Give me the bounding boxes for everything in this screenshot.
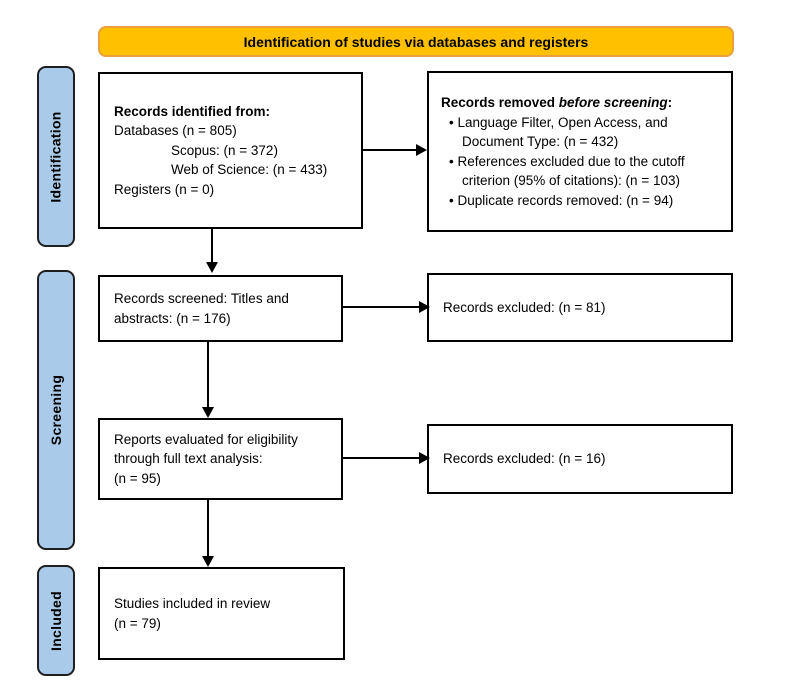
records-removed-bullet-3: Duplicate records removed: (n = 94) [441, 191, 725, 211]
banner: Identification of studies via databases … [98, 26, 734, 57]
records-identified-scopus: Scopus: (n = 372) [171, 142, 278, 158]
records-identified-heading: Records identified from: [114, 103, 271, 119]
box-records-removed: Records removed before screening: Langua… [427, 71, 733, 232]
arrow-screened-to-excluded [343, 301, 430, 313]
stage-included-text: Included [48, 590, 64, 651]
box-records-screened: Records screened: Titles and abstracts: … [98, 275, 343, 342]
arrow-head-right-icon [419, 301, 430, 313]
records-removed-heading-prefix: Records removed [441, 95, 559, 110]
banner-title: Identification of studies via databases … [243, 33, 589, 50]
records-screened-line-2: abstracts: (n = 176) [114, 310, 231, 326]
arrow-head-down-icon [202, 556, 214, 567]
arrow-shaft [211, 229, 213, 262]
arrow-identified-to-screened [206, 229, 218, 273]
records-removed-bullet-1: Language Filter, Open Access, and Docume… [441, 113, 725, 152]
arrow-shaft [343, 306, 419, 308]
arrow-evaluated-to-included [202, 500, 214, 567]
records-identified-databases: Databases (n = 805) [114, 123, 237, 139]
arrow-screened-to-evaluated [202, 342, 214, 418]
stage-label-included: Included [37, 565, 75, 676]
arrow-head-right-icon [419, 452, 430, 464]
stage-identification-text: Identification [48, 110, 64, 203]
arrow-head-down-icon [206, 262, 218, 273]
reports-evaluated-line-3: (n = 95) [114, 470, 161, 486]
studies-included-line-1: Studies included in review [114, 596, 271, 611]
records-removed-heading: Records removed before screening: [441, 93, 725, 113]
stage-label-screening: Screening [37, 270, 75, 550]
reports-evaluated-line-2: through full text analysis: [114, 451, 263, 467]
arrow-head-right-icon [416, 144, 427, 156]
arrow-identified-to-removed [363, 144, 427, 156]
box-records-identified: Records identified from: Databases (n = … [98, 72, 363, 229]
records-excluded-titles-text: Records excluded: (n = 81) [443, 299, 606, 315]
studies-included-line-2: (n = 79) [114, 615, 161, 631]
records-identified-registers: Registers (n = 0) [114, 181, 215, 197]
box-studies-included: Studies included in review (n = 79) [98, 567, 345, 660]
arrow-shaft [207, 500, 209, 556]
records-screened-line-1: Records screened: Titles and [114, 291, 289, 306]
records-excluded-fulltext-text: Records excluded: (n = 16) [443, 451, 606, 467]
arrow-shaft [363, 149, 416, 151]
box-reports-evaluated: Reports evaluated for eligibility throug… [98, 418, 343, 500]
arrow-head-down-icon [202, 407, 214, 418]
stage-screening-text: Screening [48, 374, 65, 446]
stage-label-identification: Identification [37, 66, 75, 247]
arrow-evaluated-to-excluded [343, 452, 430, 464]
box-records-excluded-titles: Records excluded: (n = 81) [427, 273, 733, 342]
records-removed-bullet-2: References excluded due to the cutoff cr… [441, 152, 725, 191]
arrow-shaft [343, 457, 419, 459]
arrow-shaft [207, 342, 209, 407]
records-removed-heading-suffix: : [667, 95, 673, 110]
records-identified-web-of-science: Web of Science: (n = 433) [171, 162, 328, 178]
reports-evaluated-line-1: Reports evaluated for eligibility [114, 431, 298, 447]
records-removed-heading-emphasis: before screening [558, 95, 668, 110]
box-records-excluded-fulltext: Records excluded: (n = 16) [427, 424, 733, 494]
